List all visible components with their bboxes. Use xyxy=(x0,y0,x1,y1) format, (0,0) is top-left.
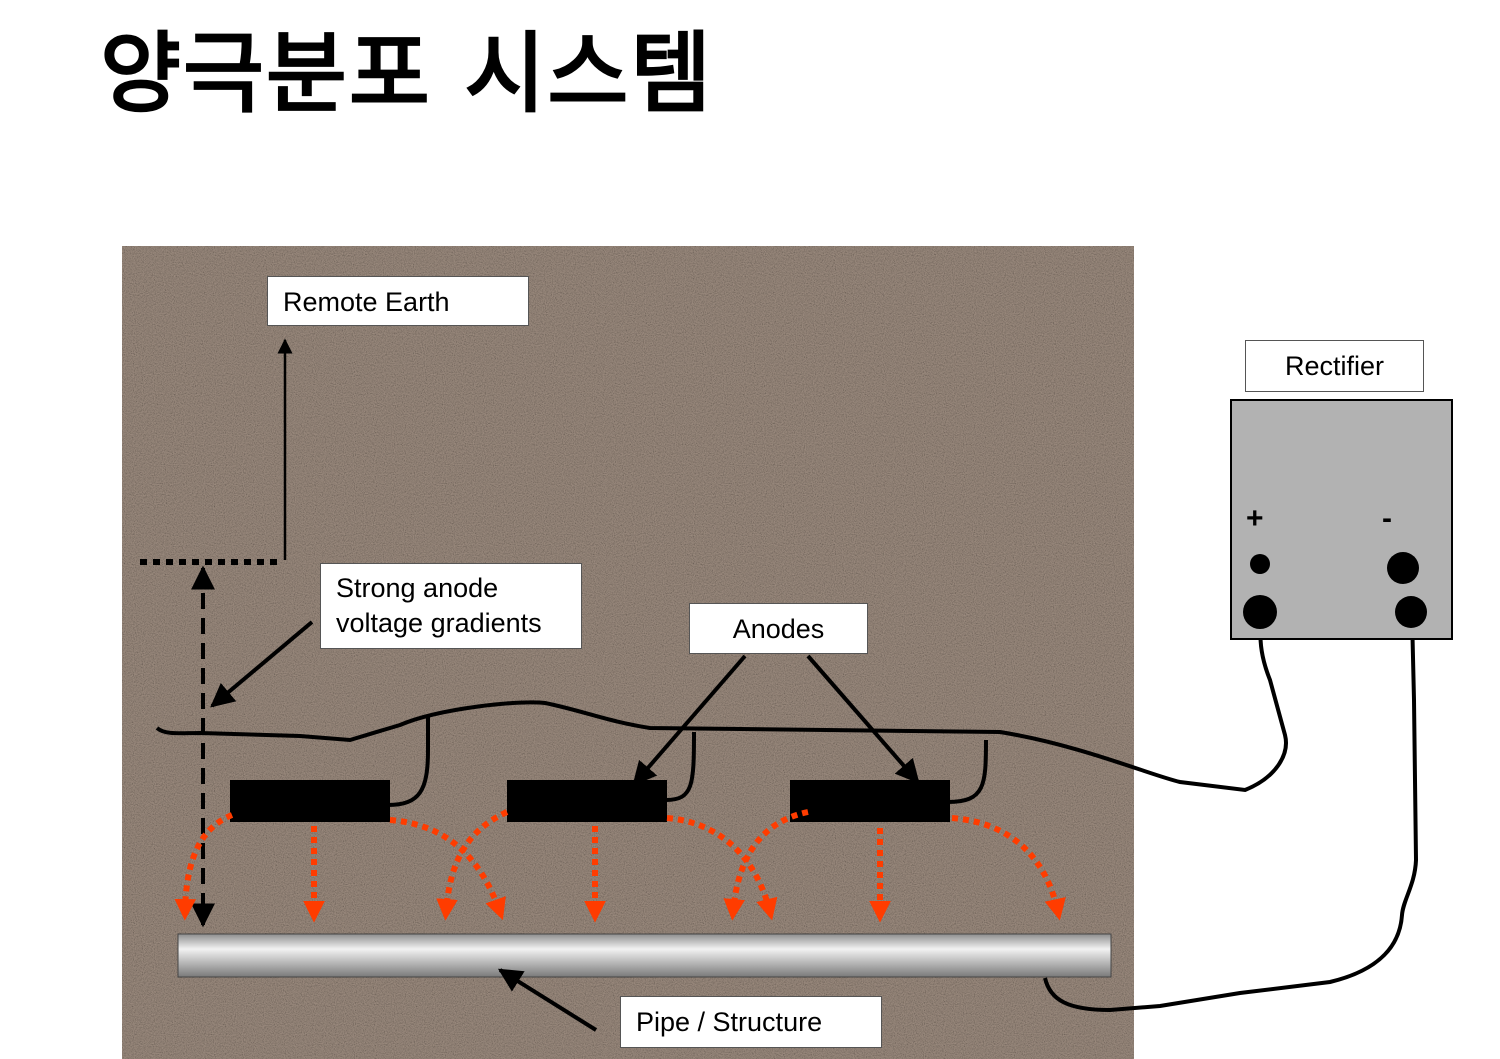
gradients-line-2: voltage gradients xyxy=(336,608,542,639)
rectifier-label: Rectifier xyxy=(1245,340,1424,392)
anode-lead-2 xyxy=(665,731,696,802)
gradients-label: Strong anode voltage gradients xyxy=(320,563,582,649)
pipe-pointer xyxy=(497,968,598,1032)
anodes-text: Anodes xyxy=(732,614,825,644)
rectifier-terminal-negative xyxy=(1395,596,1427,628)
pipe-text: Pipe / Structure xyxy=(636,1007,823,1037)
negative-sign: - xyxy=(1382,502,1392,535)
page-title: 양극분포 시스템 xyxy=(100,22,714,125)
return-cable xyxy=(1043,614,1419,1013)
rectifier-terminal-positive xyxy=(1243,595,1277,629)
current-flow-arrows xyxy=(174,809,1066,923)
header-cable xyxy=(155,619,1288,793)
anode-lead-3 xyxy=(947,739,988,804)
remote-earth-text: Remote Earth xyxy=(283,287,450,317)
current-arrow xyxy=(389,817,506,921)
rectifier-indicator-positive xyxy=(1250,554,1270,574)
rectifier-text: Rectifier xyxy=(1284,351,1385,381)
anode-3 xyxy=(790,780,950,822)
current-arrow xyxy=(951,815,1066,921)
rectifier-indicator-negative xyxy=(1387,552,1419,584)
anodes-pointer-left xyxy=(632,654,747,786)
anodes-pointer-right xyxy=(806,654,920,784)
pipe-label: Pipe / Structure xyxy=(620,996,882,1048)
remote-earth-label: Remote Earth xyxy=(267,276,529,326)
anode-2 xyxy=(507,780,667,822)
positive-sign: + xyxy=(1246,502,1264,535)
anode-lead-1 xyxy=(387,715,430,807)
gradients-pointer xyxy=(210,620,314,708)
soil-background xyxy=(122,246,1134,1059)
current-arrow xyxy=(436,809,509,921)
gradients-line-1: Strong anode xyxy=(336,573,499,603)
current-arrow xyxy=(666,815,778,921)
anodes-label: Anodes xyxy=(689,603,868,654)
current-arrow xyxy=(174,812,234,921)
anode-1 xyxy=(230,780,390,822)
current-arrow xyxy=(723,809,809,921)
pipe xyxy=(177,933,1112,978)
